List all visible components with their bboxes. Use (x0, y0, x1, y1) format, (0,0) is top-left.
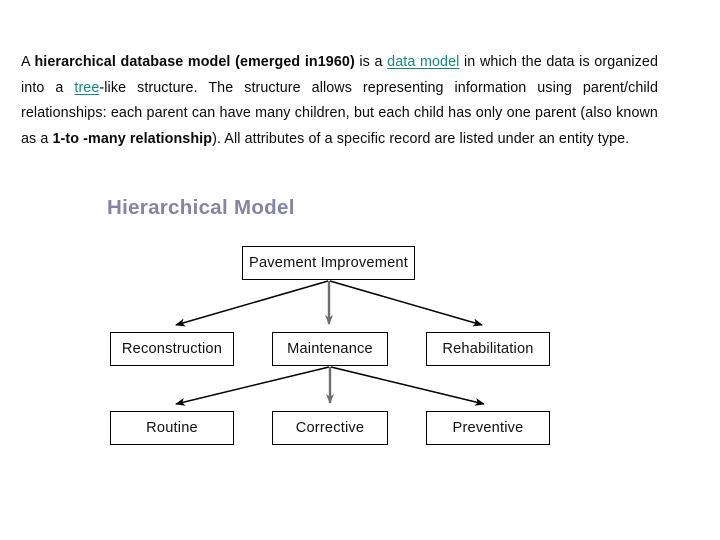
node-label: Maintenance (287, 341, 373, 357)
intro-paragraph: A hierarchical database model (emerged i… (21, 50, 658, 152)
diagram-connectors (175, 280, 485, 406)
node-maintenance[interactable]: Maintenance (272, 332, 388, 366)
node-corrective[interactable]: Corrective (272, 411, 388, 445)
node-label: Routine (146, 420, 198, 436)
node-label: Rehabilitation (442, 341, 534, 357)
section-heading: Hierarchical Model (107, 196, 295, 219)
node-label: Pavement Improvement (249, 255, 408, 271)
node-label: Reconstruction (121, 341, 223, 357)
node-label: Preventive (452, 420, 524, 436)
node-preventive[interactable]: Preventive (426, 411, 550, 445)
paragraph-text-2: is a (354, 54, 388, 71)
paragraph-bold-definition: hierarchical database model (emerged in1… (34, 54, 355, 71)
paragraph-text-4: -like structure. The structure allows re… (21, 79, 658, 147)
node-label: Corrective (295, 420, 365, 436)
node-rehabilitation[interactable]: Rehabilitation (426, 332, 550, 366)
edge-pavement-to-reconstruction (175, 280, 329, 327)
node-pavement-improvement[interactable]: Pavement Improvement (242, 246, 415, 280)
node-routine[interactable]: Routine (110, 411, 234, 445)
node-reconstruction[interactable]: Reconstruction (110, 332, 234, 366)
edge-maintenance-to-routine (175, 366, 330, 406)
paragraph-bold-relationship: 1-to -many relationship (52, 130, 213, 147)
paragraph-text-5: ). All attributes of a specific record a… (212, 130, 630, 147)
link-tree[interactable]: tree (74, 79, 100, 96)
paragraph-text-3: in which the data is organized into a (21, 54, 658, 96)
hierarchical-model-diagram: Pavement Improvement Reconstruction Main… (0, 236, 720, 461)
edge-maintenance-to-preventive (330, 366, 485, 406)
paragraph-text-1: A (21, 54, 35, 71)
link-data-model[interactable]: data model (387, 54, 460, 71)
edge-pavement-to-rehabilitation (329, 280, 483, 327)
